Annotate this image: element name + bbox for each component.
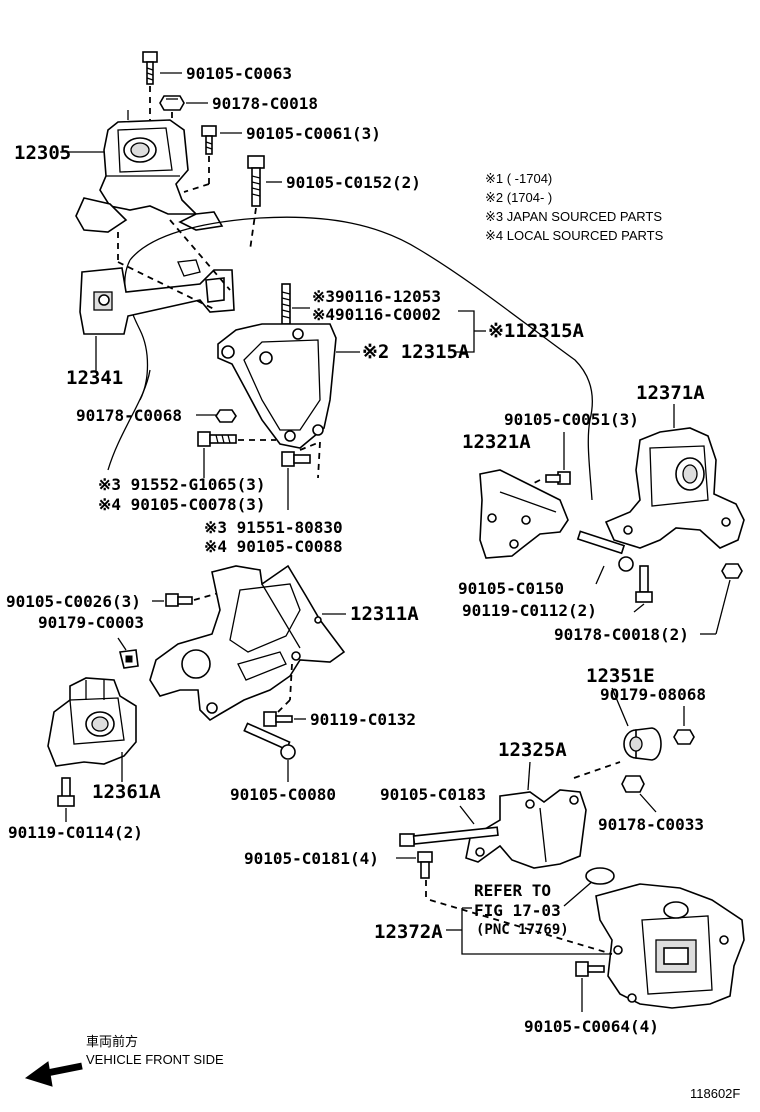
note-1: ※1 ( -1704) [485,171,552,186]
engine-mount-12305[interactable] [75,110,224,233]
plug-17769 [585,867,615,885]
label-12372A[interactable]: 12372A [374,921,443,943]
engine-mount-12361A[interactable] [47,677,137,767]
label-90105-C0183[interactable]: 90105-C0183 [380,785,486,804]
label-90116-12053[interactable]: ※390116-12053 [312,287,441,306]
label-90119-C0114[interactable]: 90119-C0114(2) [8,823,143,842]
label-90105-C0061[interactable]: 90105-C0061(3) [246,124,381,143]
label-90178-C0018[interactable]: 90178-C0018 [212,94,318,113]
label-91552[interactable]: ※3 91552-G1065(3) [98,475,266,494]
bracket-12321A[interactable] [479,469,569,559]
refer-line-2[interactable]: FIG 17-03 [474,901,561,920]
label-12311A[interactable]: 12311A [350,603,419,625]
engine-mount-12371A[interactable] [604,427,745,549]
engine-outline-left [124,259,149,401]
label-12315A-1[interactable]: ※112315A [488,320,585,342]
notes-block: ※1 ( -1704) ※2 (1704- ) ※3 JAPAN SOURCED… [485,171,664,243]
label-90105-C0080[interactable]: 90105-C0080 [230,785,336,804]
bolt-90105-C0064[interactable] [575,961,605,977]
label-90178-C0033[interactable]: 90178-C0033 [598,815,704,834]
label-90105-C0078[interactable]: ※4 90105-C0078(3) [98,495,266,514]
label-90105-C0088[interactable]: ※4 90105-C0088 [204,537,343,556]
label-12341[interactable]: 12341 [66,367,123,389]
label-91551[interactable]: ※3 91551-80830 [204,518,343,537]
engine-outline [129,216,593,501]
nut-90178-C0018[interactable] [159,95,185,111]
label-12305[interactable]: 12305 [14,142,71,164]
label-90116-C0002[interactable]: ※490116-C0002 [312,305,441,324]
refer-line-1[interactable]: REFER TO [474,881,551,900]
bolt-90105-C0183[interactable] [399,826,499,847]
label-90119-C0132[interactable]: 90119-C0132 [310,710,416,729]
nut-90179-08068[interactable] [673,729,695,745]
vehicle-front-arrow [24,1061,83,1087]
bracket-12325A[interactable] [465,789,587,869]
bolt-90119-C0112[interactable] [635,565,653,603]
bolt-90105-C0080[interactable] [243,722,296,760]
label-90105-C0150[interactable]: 90105-C0150 [458,579,564,598]
bracket-12315A[interactable] [217,323,337,449]
label-12351E[interactable]: 12351E [586,665,655,687]
bracket-12311A[interactable] [149,564,346,722]
bolt-90105-C0152[interactable] [247,155,265,207]
bolt-90105-C0150[interactable] [576,530,634,572]
label-90179-C0003[interactable]: 90179-C0003 [38,613,144,632]
note-2: ※2 (1704- ) [485,190,552,205]
label-90179-08068[interactable]: 90179-08068 [600,685,706,704]
label-12315A-2[interactable]: ※2 12315A [362,341,470,363]
note-4: ※4 LOCAL SOURCED PARTS [485,228,664,243]
nut-90178-C0068[interactable] [215,409,237,423]
bushing-12351E[interactable] [623,727,662,761]
engine-mount-12372A[interactable] [595,883,745,1009]
label-12321A[interactable]: 12321A [462,431,531,453]
label-90105-C0181[interactable]: 90105-C0181(4) [244,849,379,868]
vehicle-front-en: VEHICLE FRONT SIDE [86,1052,224,1067]
nut-90179-C0003[interactable] [119,649,139,669]
nut-90178-C0033[interactable] [621,775,645,793]
bolt-90119-C0132[interactable] [263,711,293,727]
stud-90116[interactable] [281,283,291,325]
label-90105-C0026[interactable]: 90105-C0026(3) [6,592,141,611]
bolt-90119-C0114[interactable] [57,777,75,807]
bolt-90105-C0063[interactable] [142,51,158,85]
label-90105-C0051[interactable]: 90105-C0051(3) [504,410,639,429]
bolt-91551[interactable] [281,451,311,467]
bolt-90105-C0051[interactable] [545,471,571,485]
vehicle-front-jp: 車両前方 [86,1034,138,1049]
label-90105-C0152[interactable]: 90105-C0152(2) [286,173,421,192]
label-90178-C0018b[interactable]: 90178-C0018(2) [554,625,689,644]
label-90105-C0064[interactable]: 90105-C0064(4) [524,1017,659,1036]
bolt-90105-C0061[interactable] [201,125,217,155]
bolt-90105-C0026[interactable] [165,593,193,607]
bracket-12341[interactable] [79,259,235,335]
label-12371A[interactable]: 12371A [636,382,705,404]
note-3: ※3 JAPAN SOURCED PARTS [485,209,662,224]
label-90119-C0112[interactable]: 90119-C0112(2) [462,601,597,620]
label-12361A[interactable]: 12361A [92,781,161,803]
label-90178-C0068[interactable]: 90178-C0068 [76,406,182,425]
figure-id: 118602F [690,1086,740,1101]
label-90105-C0063[interactable]: 90105-C0063 [186,64,292,83]
label-12325A[interactable]: 12325A [498,739,567,761]
bolt-90105-C0181[interactable] [417,851,433,879]
refer-line-3[interactable]: (PNC 17769) [476,922,569,938]
nut-90178-C0018b[interactable] [721,563,743,579]
bolt-91552[interactable] [197,431,237,447]
